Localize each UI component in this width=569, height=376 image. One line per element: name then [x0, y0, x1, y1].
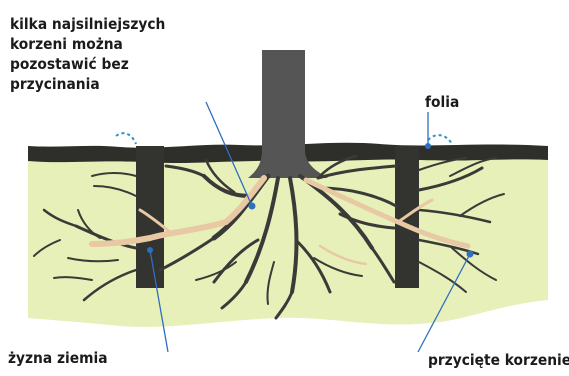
foil-label: folia	[425, 92, 459, 112]
foil-marker	[425, 143, 431, 149]
keep-roots-line-2: korzeni można	[10, 34, 165, 54]
keep-roots-marker	[249, 203, 256, 210]
keep-roots-line-4: przycinania	[10, 74, 165, 94]
pruned-roots-marker	[467, 251, 474, 258]
keep-roots-line-3: pozostawić bez	[10, 54, 165, 74]
keep-strongest-roots-label: kilka najsilniejszych korzeni można pozo…	[10, 14, 165, 94]
soil-marker	[147, 247, 153, 253]
pruned-roots-label: przycięte korzenie	[428, 350, 569, 370]
fertile-soil-label: żyzna ziemia	[8, 348, 108, 368]
keep-roots-line-1: kilka najsilniejszych	[10, 14, 165, 34]
